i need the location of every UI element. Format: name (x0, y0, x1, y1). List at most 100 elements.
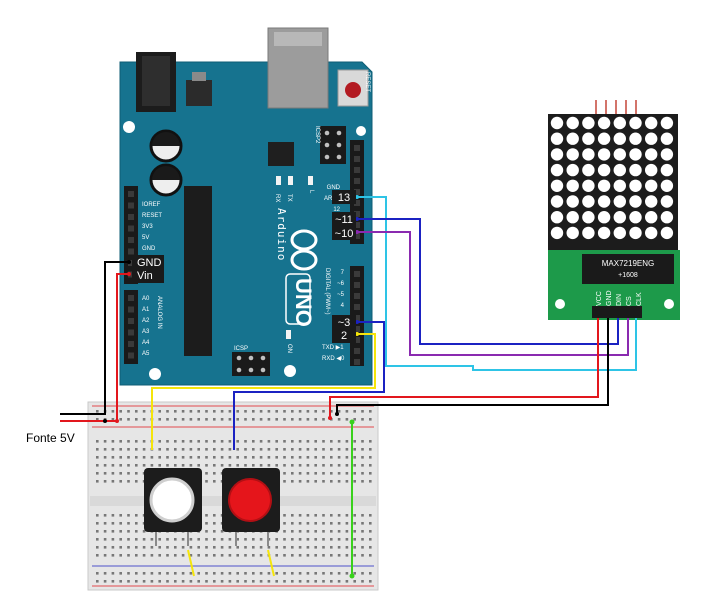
breadboard-hole (205, 572, 208, 575)
breadboard-hole (330, 456, 333, 459)
breadboard-hole (244, 554, 247, 557)
breadboard-hole (353, 530, 356, 533)
breadboard-hole (275, 572, 278, 575)
breadboard-hole (142, 580, 146, 583)
matrix-led (582, 132, 595, 145)
breadboard-hole (174, 456, 177, 459)
breadboard-hole (314, 522, 317, 525)
breadboard-hole (275, 440, 278, 443)
breadboard-hole (244, 572, 247, 575)
breadboard-hole (119, 480, 122, 483)
breadboard-hole (213, 472, 216, 475)
breadboard-hole (127, 572, 130, 575)
breadboard-hole (103, 472, 107, 475)
breadboard-hole (142, 538, 146, 541)
breadboard-hole (142, 464, 146, 467)
breadboard-hole (127, 464, 130, 467)
breadboard-hole (181, 538, 185, 541)
breadboard-hole (197, 580, 200, 583)
breadboard-hole (119, 448, 122, 451)
header-pin (354, 315, 360, 321)
callouts: GND Vin 13 ~11 ~10 ~3 2 (132, 190, 356, 343)
breadboard-hole (361, 472, 364, 475)
breadboard-hole (205, 554, 208, 557)
breadboard-hole (259, 410, 263, 413)
breadboard-hole (337, 554, 341, 557)
matrix-led (660, 179, 674, 192)
breadboard-hole (96, 472, 99, 475)
matrix-led (613, 148, 626, 161)
breadboard-hole (283, 418, 286, 421)
breadboard-hole (291, 538, 294, 541)
breadboard-hole (369, 480, 372, 483)
breadboard-hole (361, 546, 364, 549)
matrix-led (629, 163, 642, 177)
breadboard-hole (361, 538, 364, 541)
breadboard-hole (166, 554, 169, 557)
callout-vin: Vin (137, 270, 153, 282)
breadboard-hole (197, 554, 200, 557)
breadboard-hole (369, 514, 372, 517)
ioref-label: IOREF (142, 202, 161, 208)
breadboard-hole (96, 546, 99, 549)
breadboard-hole (306, 472, 310, 475)
breadboard-hole (275, 464, 278, 467)
breadboard-hole (181, 572, 185, 575)
white-push-button[interactable] (144, 468, 202, 546)
matrix-led (566, 116, 579, 130)
breadboard-hole (166, 448, 169, 451)
breadboard-hole (205, 530, 208, 533)
red-push-button[interactable] (222, 468, 280, 546)
breadboard-hole (228, 418, 232, 421)
breadboard-hole (213, 522, 216, 525)
breadboard-hole (236, 418, 239, 421)
breadboard-hole (259, 456, 263, 459)
breadboard-hole (330, 480, 333, 483)
breadboard-hole (103, 546, 107, 549)
3v3-label: 3V3 (142, 224, 153, 230)
breadboard-hole (119, 410, 122, 413)
breadboard-hole (220, 456, 224, 459)
breadboard-hole (314, 410, 317, 413)
breadboard-hole (259, 464, 263, 467)
breadboard-hole (353, 514, 356, 517)
breadboard-hole (314, 580, 317, 583)
breadboard-hole (252, 410, 255, 413)
breadboard-hole (119, 530, 122, 533)
reset-button-cap[interactable] (345, 82, 361, 98)
breadboard-hole (369, 464, 372, 467)
breadboard-hole (174, 418, 177, 421)
breadboard-hole (111, 546, 115, 549)
breadboard-hole (345, 464, 349, 467)
breadboard-hole (213, 530, 216, 533)
breadboard-hole (220, 572, 224, 575)
breadboard-hole (228, 572, 232, 575)
breadboard-hole (306, 530, 310, 533)
breadboard-hole (244, 440, 247, 443)
header-pin (128, 225, 134, 232)
matrix-led (582, 163, 595, 177)
breadboard-hole (369, 554, 372, 557)
matrix-led (582, 116, 595, 130)
breadboard-hole (96, 538, 99, 541)
wire-module-gnd (336, 318, 609, 414)
breadboard-hole (259, 580, 263, 583)
breadboard-hole (96, 410, 99, 413)
breadboard-hole (166, 418, 169, 421)
matrix-led (550, 132, 564, 145)
breadboard-hole (127, 580, 130, 583)
mount-hole (284, 365, 296, 377)
breadboard-hole (189, 410, 193, 413)
header-pin (354, 178, 360, 184)
matrix-led (550, 195, 564, 208)
a4-label: A4 (142, 340, 150, 346)
header-pin (128, 318, 134, 324)
breadboard-hole (135, 572, 138, 575)
breadboard-hole (369, 440, 372, 443)
matrix-led (550, 226, 564, 240)
breadboard-hole (283, 440, 286, 443)
breadboard-hole (174, 410, 177, 413)
breadboard-hole (158, 572, 161, 575)
breadboard-hole (127, 472, 130, 475)
